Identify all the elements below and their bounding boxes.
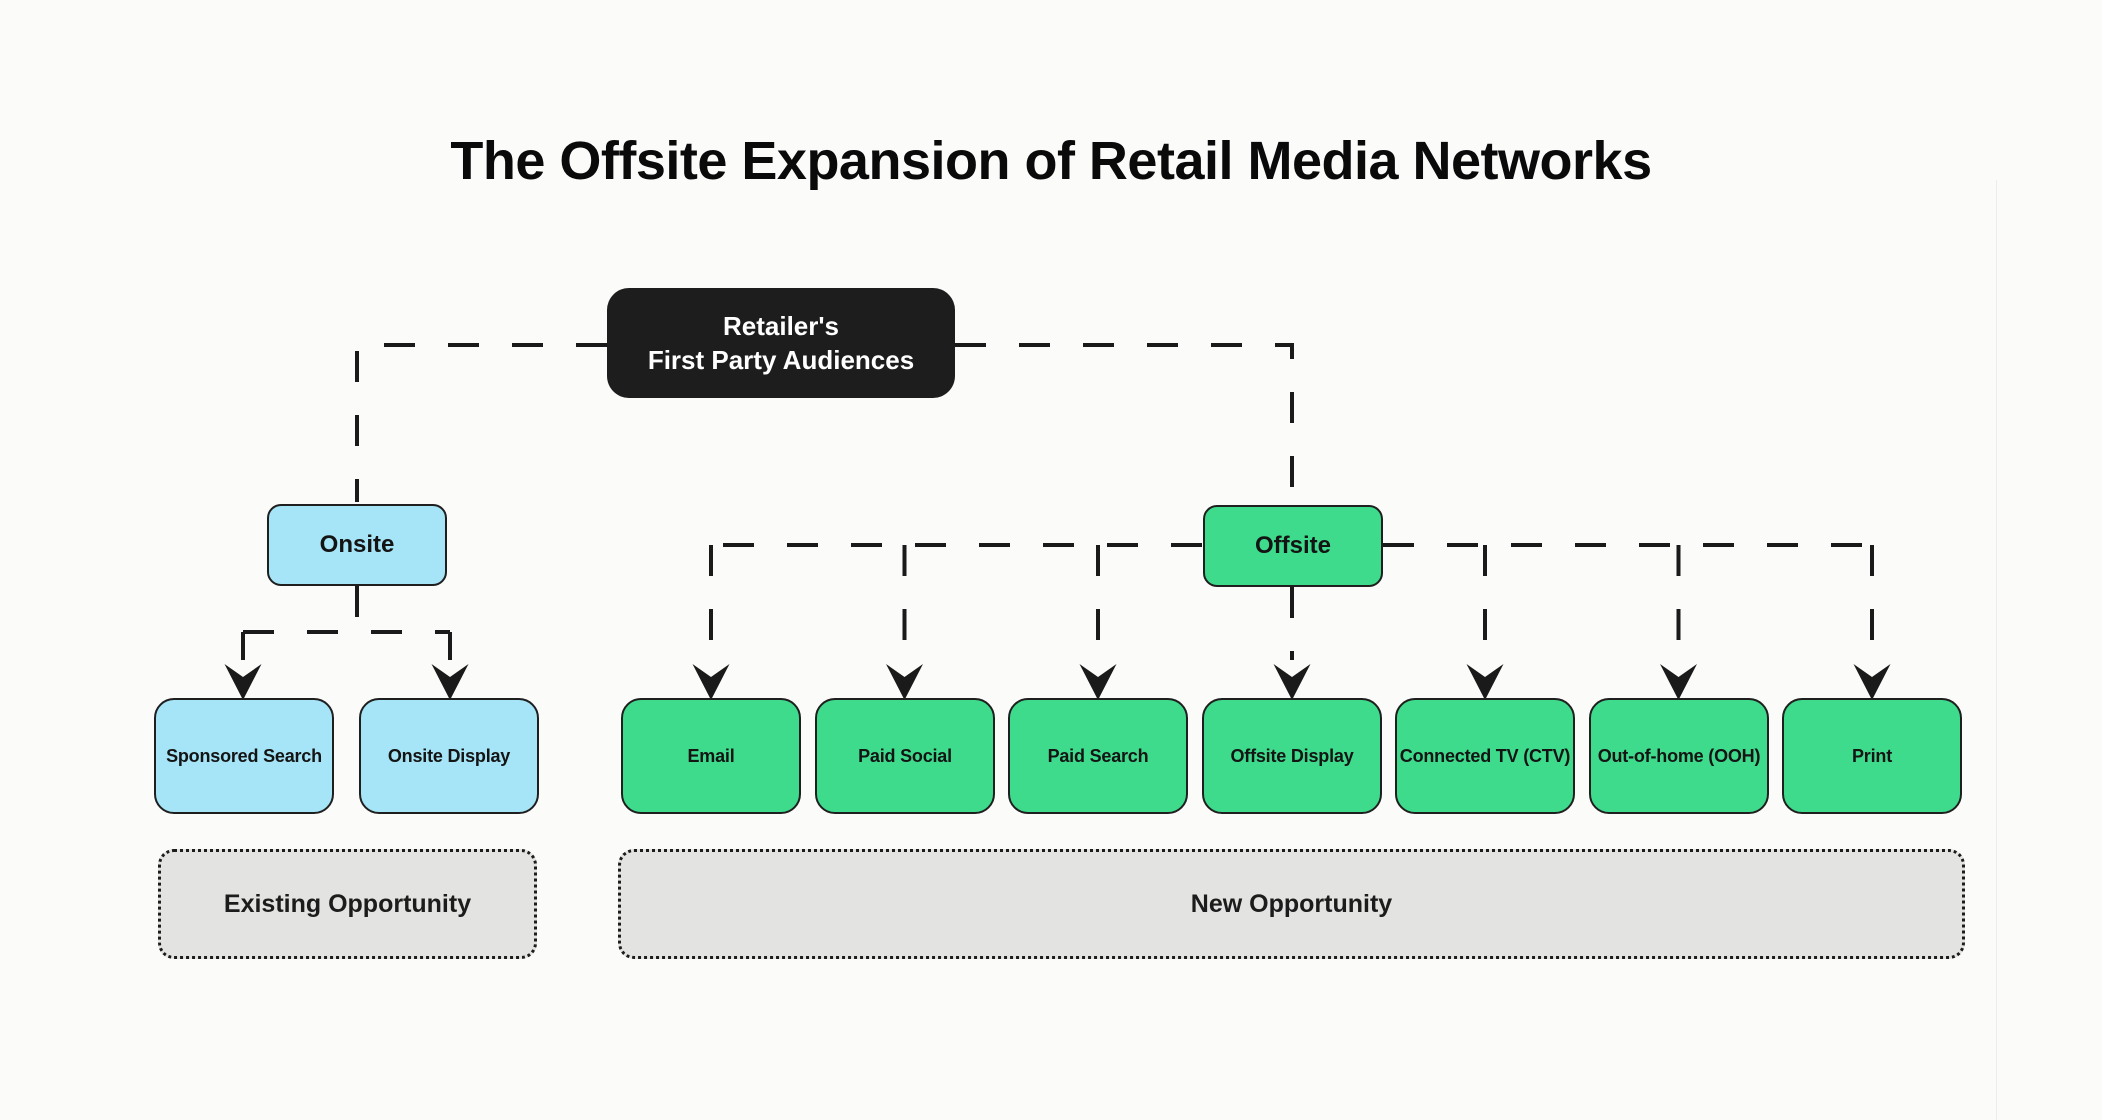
- arrowheads: [224, 664, 1891, 700]
- node-label: Offsite Display: [1230, 745, 1354, 766]
- connector-root-to-onsite: [355, 343, 607, 502]
- connector-root-to-offsite: [955, 343, 1294, 503]
- arrowhead: [1079, 664, 1117, 700]
- group-new-opportunity: New Opportunity: [618, 849, 1965, 959]
- node-onsite-display: Onsite Display: [359, 698, 539, 814]
- node-label: Print: [1851, 745, 1892, 766]
- arrowhead: [431, 664, 469, 700]
- node-connected-tv: Connected TV (CTV): [1395, 698, 1575, 814]
- node-label: Onsite: [319, 531, 395, 558]
- arrowhead: [692, 664, 730, 700]
- node-onsite: Onsite: [267, 504, 447, 586]
- arrowhead: [224, 664, 262, 700]
- node-paid-social: Paid Social: [815, 698, 995, 814]
- arrowhead: [1660, 664, 1697, 700]
- node-paid-search: Paid Search: [1008, 698, 1188, 814]
- node-offsite: Offsite: [1203, 505, 1383, 587]
- group-existing-opportunity: Existing Opportunity: [158, 849, 537, 959]
- arrowhead: [1853, 664, 1891, 700]
- connector-onsite-rail: [241, 586, 452, 660]
- node-sponsored-search: Sponsored Search: [154, 698, 334, 814]
- node-label: Email: [687, 745, 735, 766]
- root-label-line1: Retailer's: [722, 311, 840, 341]
- arrowhead: [886, 664, 923, 700]
- node-email: Email: [621, 698, 801, 814]
- root-label-line2: First Party Audiences: [647, 345, 915, 375]
- node-label: Connected TV (CTV): [1399, 745, 1571, 766]
- node-label: Out-of-home (OOH): [1597, 745, 1761, 766]
- group-label: New Opportunity: [1190, 889, 1393, 918]
- node-label: Paid Social: [858, 745, 952, 766]
- node-label: Paid Search: [1047, 745, 1149, 766]
- group-label: Existing Opportunity: [223, 889, 472, 918]
- diagram-title: The Offsite Expansion of Retail Media Ne…: [450, 131, 1652, 191]
- node-label: Onsite Display: [387, 745, 511, 766]
- node-out-of-home: Out-of-home (OOH): [1589, 698, 1769, 814]
- arrowhead: [1466, 664, 1504, 700]
- connector-offsite-left-rail: [709, 543, 1202, 660]
- node-print: Print: [1782, 698, 1962, 814]
- arrowhead: [1273, 664, 1311, 700]
- node-label: Offsite: [1254, 532, 1331, 559]
- node-label: Sponsored Search: [166, 745, 322, 766]
- panel-edge-divider: [1996, 180, 1997, 1120]
- node-retailers-first-party-audiences: Retailer's First Party Audiences: [607, 288, 955, 398]
- node-offsite-display: Offsite Display: [1202, 698, 1382, 814]
- connector-offsite-right-rail: [1383, 543, 1874, 660]
